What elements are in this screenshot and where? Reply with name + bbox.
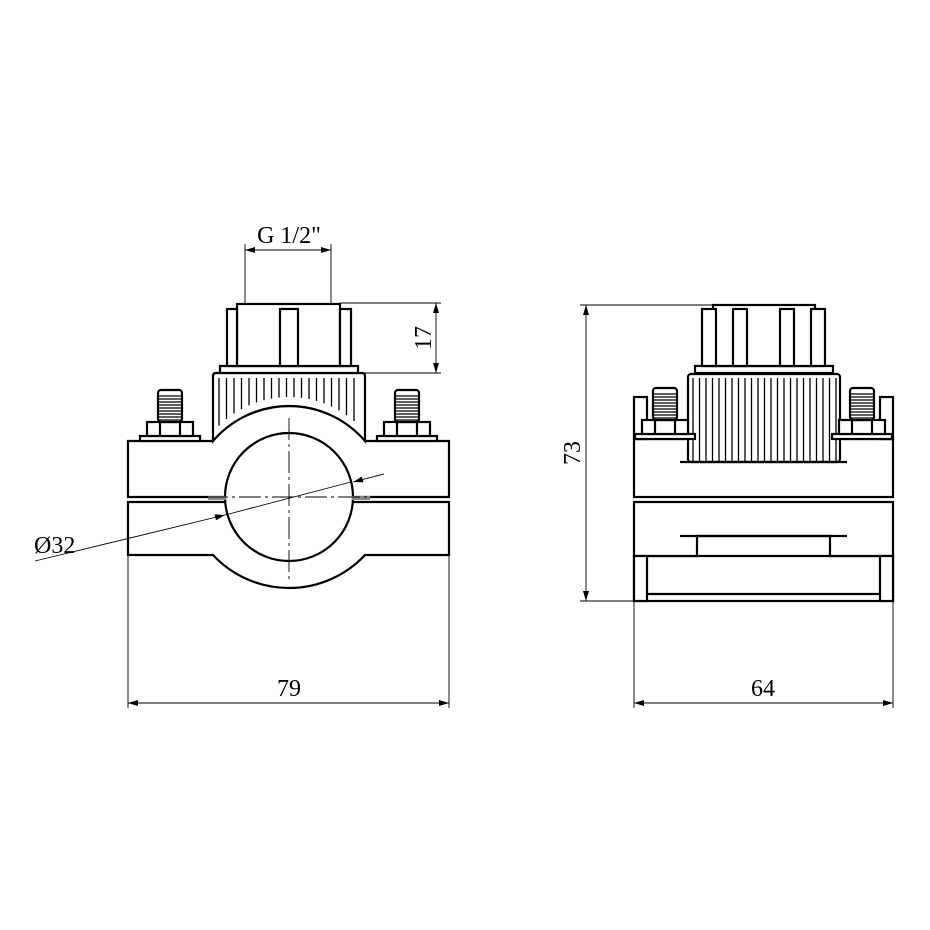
dimension-thread: G 1/2" [244,223,332,304]
threaded-cap [225,302,353,368]
knurled-ring-side [680,372,847,464]
diameter-label: Ø32 [34,533,75,559]
knurled-ring [211,371,367,444]
dimension-17: 17 [340,302,441,374]
side-width-label: 64 [751,676,775,702]
cap-height-label: 17 [411,326,437,350]
bolt-side-right [830,386,894,441]
dimension-64: 64 [633,601,894,708]
gasket-left [208,496,226,500]
gasket-right [352,496,370,500]
front-view: G 1/2" 17 Ø32 79 [34,223,451,708]
threaded-cap-side [700,303,827,368]
thread-size-label: G 1/2" [257,223,321,249]
overall-height-label: 73 [560,441,586,465]
bolt-right [375,388,439,443]
lower-block [632,500,895,558]
dimension-79: 79 [127,555,450,708]
front-width-label: 79 [277,676,301,702]
side-view: 73 64 [560,303,895,708]
dimension-73: 73 [560,304,713,602]
dimension-diameter: Ø32 [34,473,385,562]
bolt-left [138,388,202,443]
bolt-side-left [633,386,697,441]
